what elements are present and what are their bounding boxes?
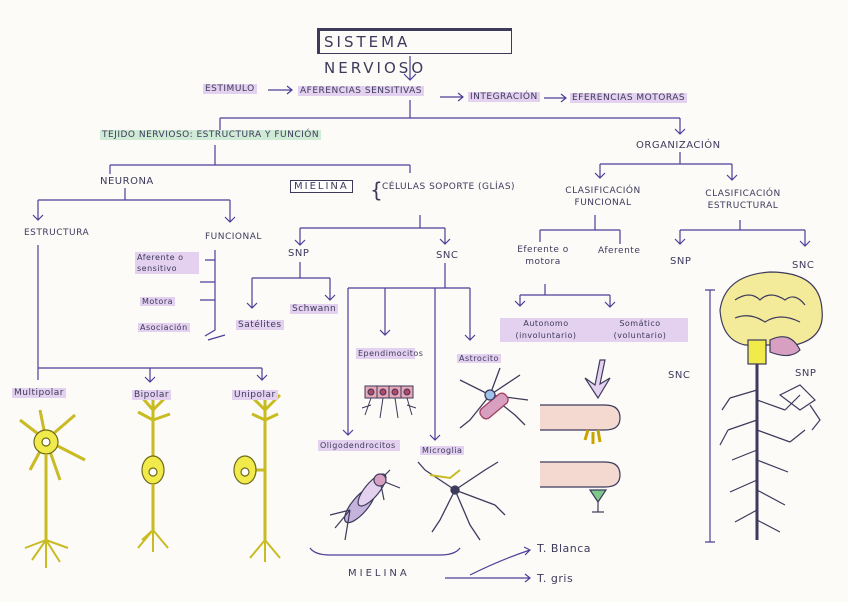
unipolar-label: Unipolar <box>232 390 278 400</box>
flow-eferencias: EFERENCIAS MOTORAS <box>570 93 688 103</box>
brace: { <box>370 178 384 202</box>
tejido-gris-label: T. gris <box>537 572 574 585</box>
schwann-label: Schwann <box>290 304 339 314</box>
bipolar-neuron-illustration <box>137 392 171 552</box>
mielina-bottom-label: MIELINA <box>348 568 410 579</box>
body-nervous-system-illustration <box>719 271 823 540</box>
microglia-illustration <box>417 461 506 541</box>
funcion-motora: Motora <box>140 297 176 306</box>
funcional-label: FUNCIONAL <box>205 232 262 242</box>
ependimocitos-label: Ependimocitos <box>356 348 424 359</box>
snc-label: SNC <box>436 250 459 261</box>
flow-integracion: INTEGRACIÓN <box>468 92 540 102</box>
microglia-label: Microglia <box>420 446 465 455</box>
eferente-label: Eferente o motora <box>517 245 569 267</box>
funcion-aferente: Aferente o sensitivo <box>135 252 199 274</box>
oligodendrocyte-illustration <box>329 469 401 541</box>
bipolar-label: Bipolar <box>132 390 172 400</box>
body-snc-label: SNC <box>668 370 691 381</box>
flow-aferencias: AFERENCIAS SENSITIVAS <box>298 86 424 96</box>
organizacion-heading: ORGANIZACIÓN <box>636 140 721 151</box>
multipolar-label: Multipolar <box>12 388 66 398</box>
clasificacion-funcional-label: CLASIFICACIÓN FUNCIONAL <box>565 186 641 208</box>
neurona-label: NEURONA <box>100 176 154 187</box>
flow-estimulo: ESTIMULO <box>203 84 257 94</box>
org-snc-label: SNC <box>792 260 815 271</box>
estructura-label: ESTRUCTURA <box>24 228 90 238</box>
tejido-nervioso-heading: TEJIDO NERVIOSO: ESTRUCTURA Y FUNCIÓN <box>100 130 322 140</box>
satelites-label: Satélites <box>236 320 284 330</box>
finger-reflex-illustration <box>540 359 621 513</box>
funcion-asociacion: Asociación <box>138 323 190 332</box>
ependymal-cells-illustration <box>361 385 417 419</box>
astrocyte-illustration <box>459 367 529 429</box>
clasificacion-estructural-label: CLASIFICACIÓN ESTRUCTURAL <box>705 189 781 211</box>
multipolar-neuron-illustration <box>19 409 86 568</box>
autonoma-label: Autonomo (involuntario) <box>500 318 592 342</box>
org-snp-label: SNP <box>670 256 692 267</box>
snp-label: SNP <box>288 248 310 259</box>
body-snp-label: SNP <box>795 368 817 379</box>
aferente-label: Aferente <box>598 246 641 256</box>
page-title: SISTEMA NERVIOSO <box>317 28 512 77</box>
tejido-blanca-label: T. Blanca <box>537 542 592 555</box>
somatico-label: Somático (voluntario) <box>592 318 688 342</box>
astrocito-label: Astrocito <box>457 354 501 363</box>
mielina-box: MIELINA <box>290 180 353 193</box>
celulas-soporte-label: CÉLULAS SOPORTE (GLÍAS) <box>382 182 516 192</box>
unipolar-neuron-illustration <box>233 392 282 562</box>
oligodendrocitos-label: Oligodendrocitos <box>318 440 400 451</box>
